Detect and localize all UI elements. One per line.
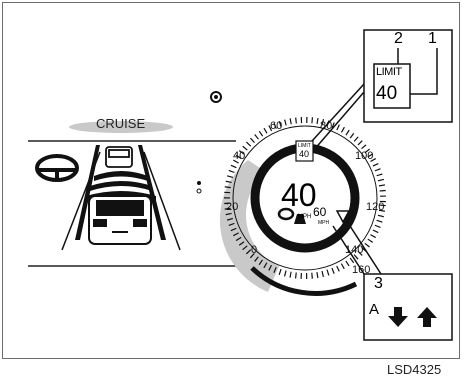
tick-120: 120 xyxy=(366,201,384,213)
tick-80: 80 xyxy=(320,120,332,132)
set-speed: 60 xyxy=(313,205,326,219)
own-vehicle-icon xyxy=(89,196,151,244)
limit-label-large: LIMIT xyxy=(376,66,402,78)
connector-line-a xyxy=(312,84,364,141)
callout-2: 2 xyxy=(394,30,403,48)
tick-60: 60 xyxy=(270,120,282,132)
speed-unit: MPH xyxy=(298,214,311,220)
tick-20: 20 xyxy=(226,201,238,213)
figure-code: LSD4325 xyxy=(387,362,441,377)
set-speed-unit: MPH xyxy=(318,220,329,226)
limit-value-small: 40 xyxy=(299,149,309,159)
dot-indicator-2 xyxy=(197,189,201,193)
tick-100: 100 xyxy=(355,150,373,162)
steering-wheel-icon xyxy=(37,156,77,180)
tick-0: 0 xyxy=(251,244,257,256)
limit-value-large: 40 xyxy=(376,83,397,105)
tick-160: 160 xyxy=(352,264,370,276)
callout-3: 3 xyxy=(374,275,383,293)
tick-40: 40 xyxy=(233,150,245,162)
cruise-label: CRUISE xyxy=(96,116,145,131)
dot-indicator xyxy=(197,181,201,185)
tick-140: 140 xyxy=(345,244,363,256)
lead-vehicle-icon xyxy=(106,147,132,167)
callout-1: 1 xyxy=(428,30,437,48)
callout-a: A xyxy=(369,301,379,318)
current-speed: 40 xyxy=(281,177,317,214)
